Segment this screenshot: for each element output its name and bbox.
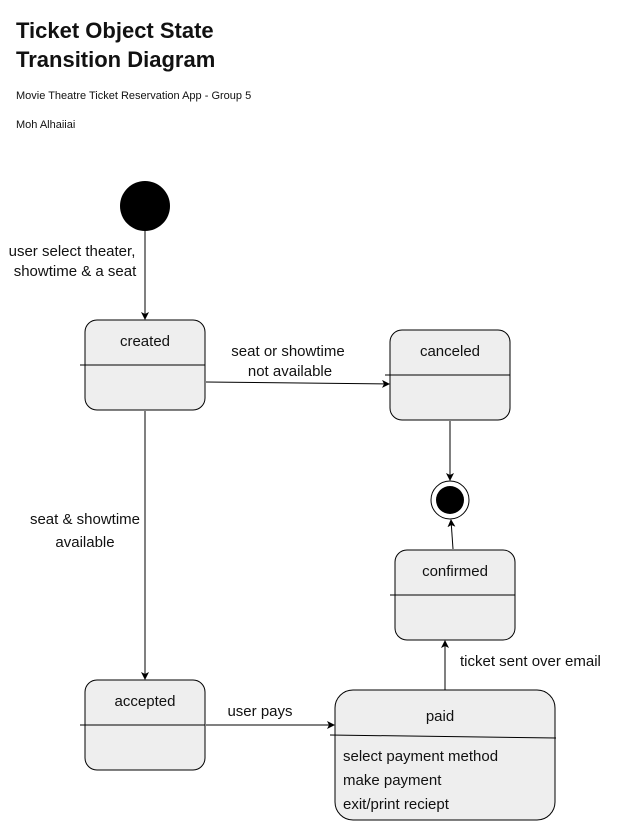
final-state xyxy=(430,480,470,520)
transition-label-created-to-canceled: not available xyxy=(248,363,332,380)
transition-label-created-to-canceled: seat or showtime xyxy=(231,343,344,360)
transition-label-created-to-accepted: available xyxy=(55,534,114,551)
transition-label-created-to-accepted: seat & showtime xyxy=(30,511,140,528)
initial-state xyxy=(120,181,170,231)
state-accepted[interactable]: accepted xyxy=(80,679,206,771)
state-label-canceled: canceled xyxy=(420,343,480,360)
transition-label-accepted-to-paid: user pays xyxy=(227,703,292,720)
paid-activity: make payment xyxy=(343,772,442,789)
state-confirmed[interactable]: confirmed xyxy=(390,549,516,641)
state-label-paid: paid xyxy=(426,708,454,725)
paid-activity: exit/print reciept xyxy=(343,796,450,813)
state-label-accepted: accepted xyxy=(115,693,176,710)
state-label-created: created xyxy=(120,333,170,350)
diagram-subtitle: Movie Theatre Ticket Reservation App - G… xyxy=(16,90,252,102)
transition-confirmed-to-final xyxy=(447,519,456,550)
paid-activity: select payment method xyxy=(343,748,498,765)
state-paid[interactable]: paid select payment method make payment … xyxy=(329,689,557,821)
transition-label-initial-to-created: showtime & a seat xyxy=(14,263,137,280)
transition-label-paid-to-confirmed: ticket sent over email xyxy=(460,653,601,670)
transition-label-initial-to-created: user select theater, xyxy=(9,243,136,260)
state-created[interactable]: created xyxy=(80,319,206,411)
diagram-title: Ticket Object State Transition Diagram xyxy=(16,18,216,72)
diagram-author: Moh Alhaiiai xyxy=(16,119,76,131)
state-label-confirmed: confirmed xyxy=(422,563,488,580)
transition-created-to-canceled xyxy=(205,379,390,388)
state-canceled[interactable]: canceled xyxy=(385,329,511,421)
